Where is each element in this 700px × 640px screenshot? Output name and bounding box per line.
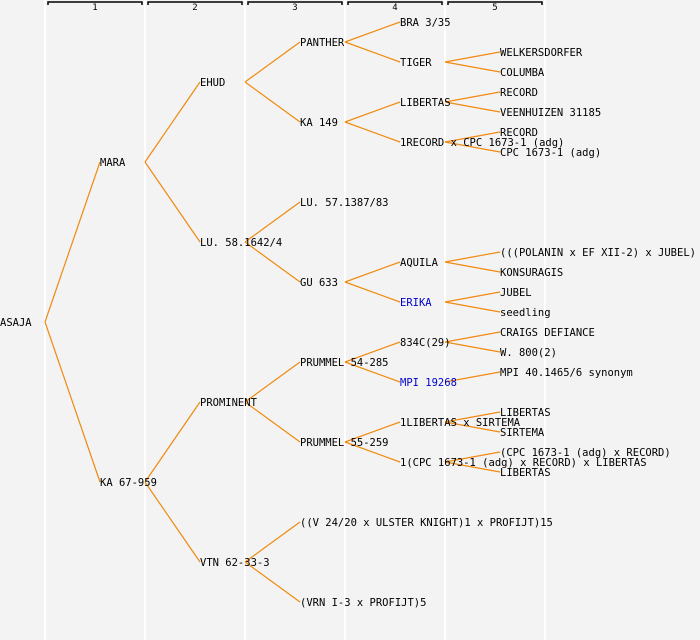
column-number: 2: [192, 3, 197, 13]
pedigree-node: (CPC 1673-1 (adg) x RECORD): [500, 447, 671, 459]
pedigree-edge: [444, 411, 501, 423]
pedigree-edge: [244, 41, 301, 83]
pedigree-node: SIRTEMA: [500, 427, 545, 439]
pedigree-edge: [44, 321, 101, 483]
pedigree-node: WELKERSDORFER: [500, 47, 583, 59]
pedigree-edge: [444, 291, 501, 303]
pedigree-node: MPI 40.1465/6 synonym: [500, 367, 633, 379]
pedigree-edge: [444, 131, 501, 143]
pedigree-edge: [444, 51, 501, 63]
pedigree-node: KA 67-959: [100, 477, 157, 489]
pedigree-node: EHUD: [200, 77, 225, 89]
column-number: 3: [292, 3, 297, 13]
pedigree-edge: [344, 441, 401, 463]
pedigree-edge: [444, 301, 501, 313]
pedigree-node: CRAIGS DEFIANCE: [500, 327, 595, 339]
pedigree-edge: [344, 261, 401, 283]
pedigree-edge: [244, 201, 301, 243]
pedigree-edge: [444, 91, 501, 103]
pedigree-node: W. 800(2): [500, 347, 557, 359]
pedigree-edge: [344, 41, 401, 63]
pedigree-edge: [144, 81, 201, 163]
pedigree-edge: [444, 61, 501, 73]
column-number: 1: [92, 3, 97, 13]
pedigree-edge: [244, 561, 301, 603]
pedigree-node: LIBERTAS: [500, 467, 551, 479]
pedigree-edge: [244, 361, 301, 403]
pedigree-node: KONSURAGIS: [500, 267, 563, 279]
pedigree-node: BRA 3/35: [400, 17, 451, 29]
pedigree-node: TIGER: [400, 57, 432, 69]
pedigree-edge: [444, 371, 501, 383]
pedigree-node: KA 149: [300, 117, 338, 129]
column-headers: 1 2 3 4 5: [47, 1, 543, 13]
pedigree-edge: [344, 281, 401, 303]
pedigree-node: LIBERTAS: [500, 407, 551, 419]
pedigree-node: RECORD: [500, 87, 538, 99]
pedigree-node: PANTHER: [300, 37, 345, 49]
pedigree-edge: [144, 481, 201, 563]
column-bracket: [47, 1, 143, 5]
column-number: 4: [392, 3, 397, 13]
pedigree-node: LU. 57.1387/83: [300, 197, 389, 209]
root-node: ASAJA: [0, 317, 32, 329]
pedigree-edge: [444, 251, 501, 263]
pedigree-edge: [244, 81, 301, 123]
pedigree-edge: [444, 461, 501, 473]
pedigree-node: VEENHUIZEN 31185: [500, 107, 601, 119]
pedigree-node: 834C(29): [400, 337, 451, 349]
pedigree-node: ((V 24/20 x ULSTER KNIGHT)1 x PROFIJT)15: [300, 517, 553, 529]
pedigree-edge: [144, 401, 201, 483]
pedigree-node[interactable]: ERIKA: [400, 297, 432, 309]
pedigree-node: 1(CPC 1673-1 (adg) x RECORD) x LIBERTAS: [400, 457, 647, 469]
column-bracket: [347, 1, 443, 5]
pedigree-node: AQUILA: [400, 257, 439, 269]
pedigree-node: PROMINENT: [200, 397, 258, 409]
pedigree-edge: [444, 101, 501, 113]
pedigree-edge: [244, 401, 301, 443]
column-bracket: [247, 1, 343, 5]
pedigree-node: LU. 58.1642/4: [200, 237, 282, 249]
pedigree-node: (((POLANIN x EF XII-2) x JUBEL) x: [500, 247, 700, 259]
pedigree-node: seedling: [500, 307, 551, 319]
pedigree-node: LIBERTAS: [400, 97, 451, 109]
pedigree-node: 1LIBERTAS x SIRTEMA: [400, 417, 521, 429]
pedigree-node: PRUMMEL 55-259: [300, 437, 389, 449]
pedigree-node: 1RECORD x CPC 1673-1 (adg): [400, 137, 564, 149]
pedigree-edge: [444, 341, 501, 353]
column-bracket: [147, 1, 243, 5]
column-number: 5: [492, 3, 497, 13]
pedigree-edge: [344, 341, 401, 363]
column-bracket: [447, 1, 543, 5]
pedigree-edge: [344, 121, 401, 143]
edges: [44, 21, 501, 603]
pedigree-node: RECORD: [500, 127, 538, 139]
pedigree-edge: [344, 361, 401, 383]
pedigree-edge: [444, 261, 501, 273]
pedigree-node: PRUMMEL 54-285: [300, 357, 389, 369]
pedigree-edge: [444, 421, 501, 433]
pedigree-node: COLUMBA: [500, 67, 545, 79]
pedigree-node: GU 633: [300, 277, 338, 289]
pedigree-edge: [444, 141, 501, 153]
column-separators: [44, 0, 546, 640]
pedigree-node[interactable]: MPI 19268: [400, 377, 457, 389]
pedigree-node: JUBEL: [500, 287, 532, 299]
pedigree-node: VTN 62-33-3: [200, 557, 270, 569]
pedigree-node: MARA: [100, 157, 126, 169]
pedigree-edge: [144, 161, 201, 243]
pedigree-edge: [444, 331, 501, 343]
pedigree-edge: [344, 101, 401, 123]
pedigree-node: CPC 1673-1 (adg): [500, 147, 601, 159]
pedigree-edge: [344, 21, 401, 43]
pedigree-edge: [444, 451, 501, 463]
pedigree-edge: [244, 521, 301, 563]
pedigree-edge: [244, 241, 301, 283]
pedigree-edge: [344, 421, 401, 443]
pedigree-node: (VRN I-3 x PROFIJT)5: [300, 597, 426, 609]
pedigree-edge: [44, 161, 101, 323]
